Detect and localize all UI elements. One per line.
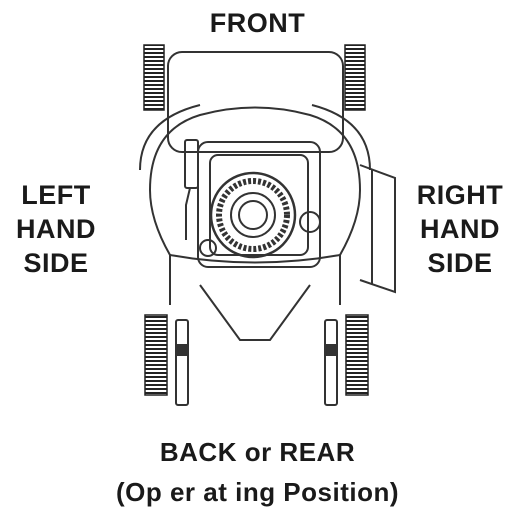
back-label-line-1: BACK or REAR: [159, 437, 356, 467]
rear-right-wheel: [345, 314, 369, 396]
front-right-wheel: [344, 44, 366, 111]
left-label-line-3: SIDE: [23, 248, 89, 278]
discharge-chute: [359, 164, 396, 294]
right-label-line-1: RIGHT: [416, 180, 504, 210]
front-left-wheel: [143, 44, 165, 111]
right-label-line-2: HAND: [420, 214, 500, 244]
left-label-line-1: LEFT: [21, 180, 91, 210]
back-label-line-2: (Op er at ing Position): [115, 477, 400, 507]
left-hand-side-label: LEFT HAND SIDE: [0, 178, 112, 280]
rear-left-wheel: [144, 314, 168, 396]
left-label-line-2: HAND: [16, 214, 96, 244]
front-label: FRONT: [209, 8, 306, 38]
right-label-line-3: SIDE: [427, 248, 493, 278]
engine-detail: [184, 139, 199, 240]
handles: [175, 319, 338, 406]
right-hand-side-label: RIGHT HAND SIDE: [405, 178, 515, 280]
back-rear-label: BACK or REAR (Op er at ing Position): [0, 432, 515, 512]
rear-cover: [199, 284, 311, 341]
engine: [197, 141, 321, 268]
